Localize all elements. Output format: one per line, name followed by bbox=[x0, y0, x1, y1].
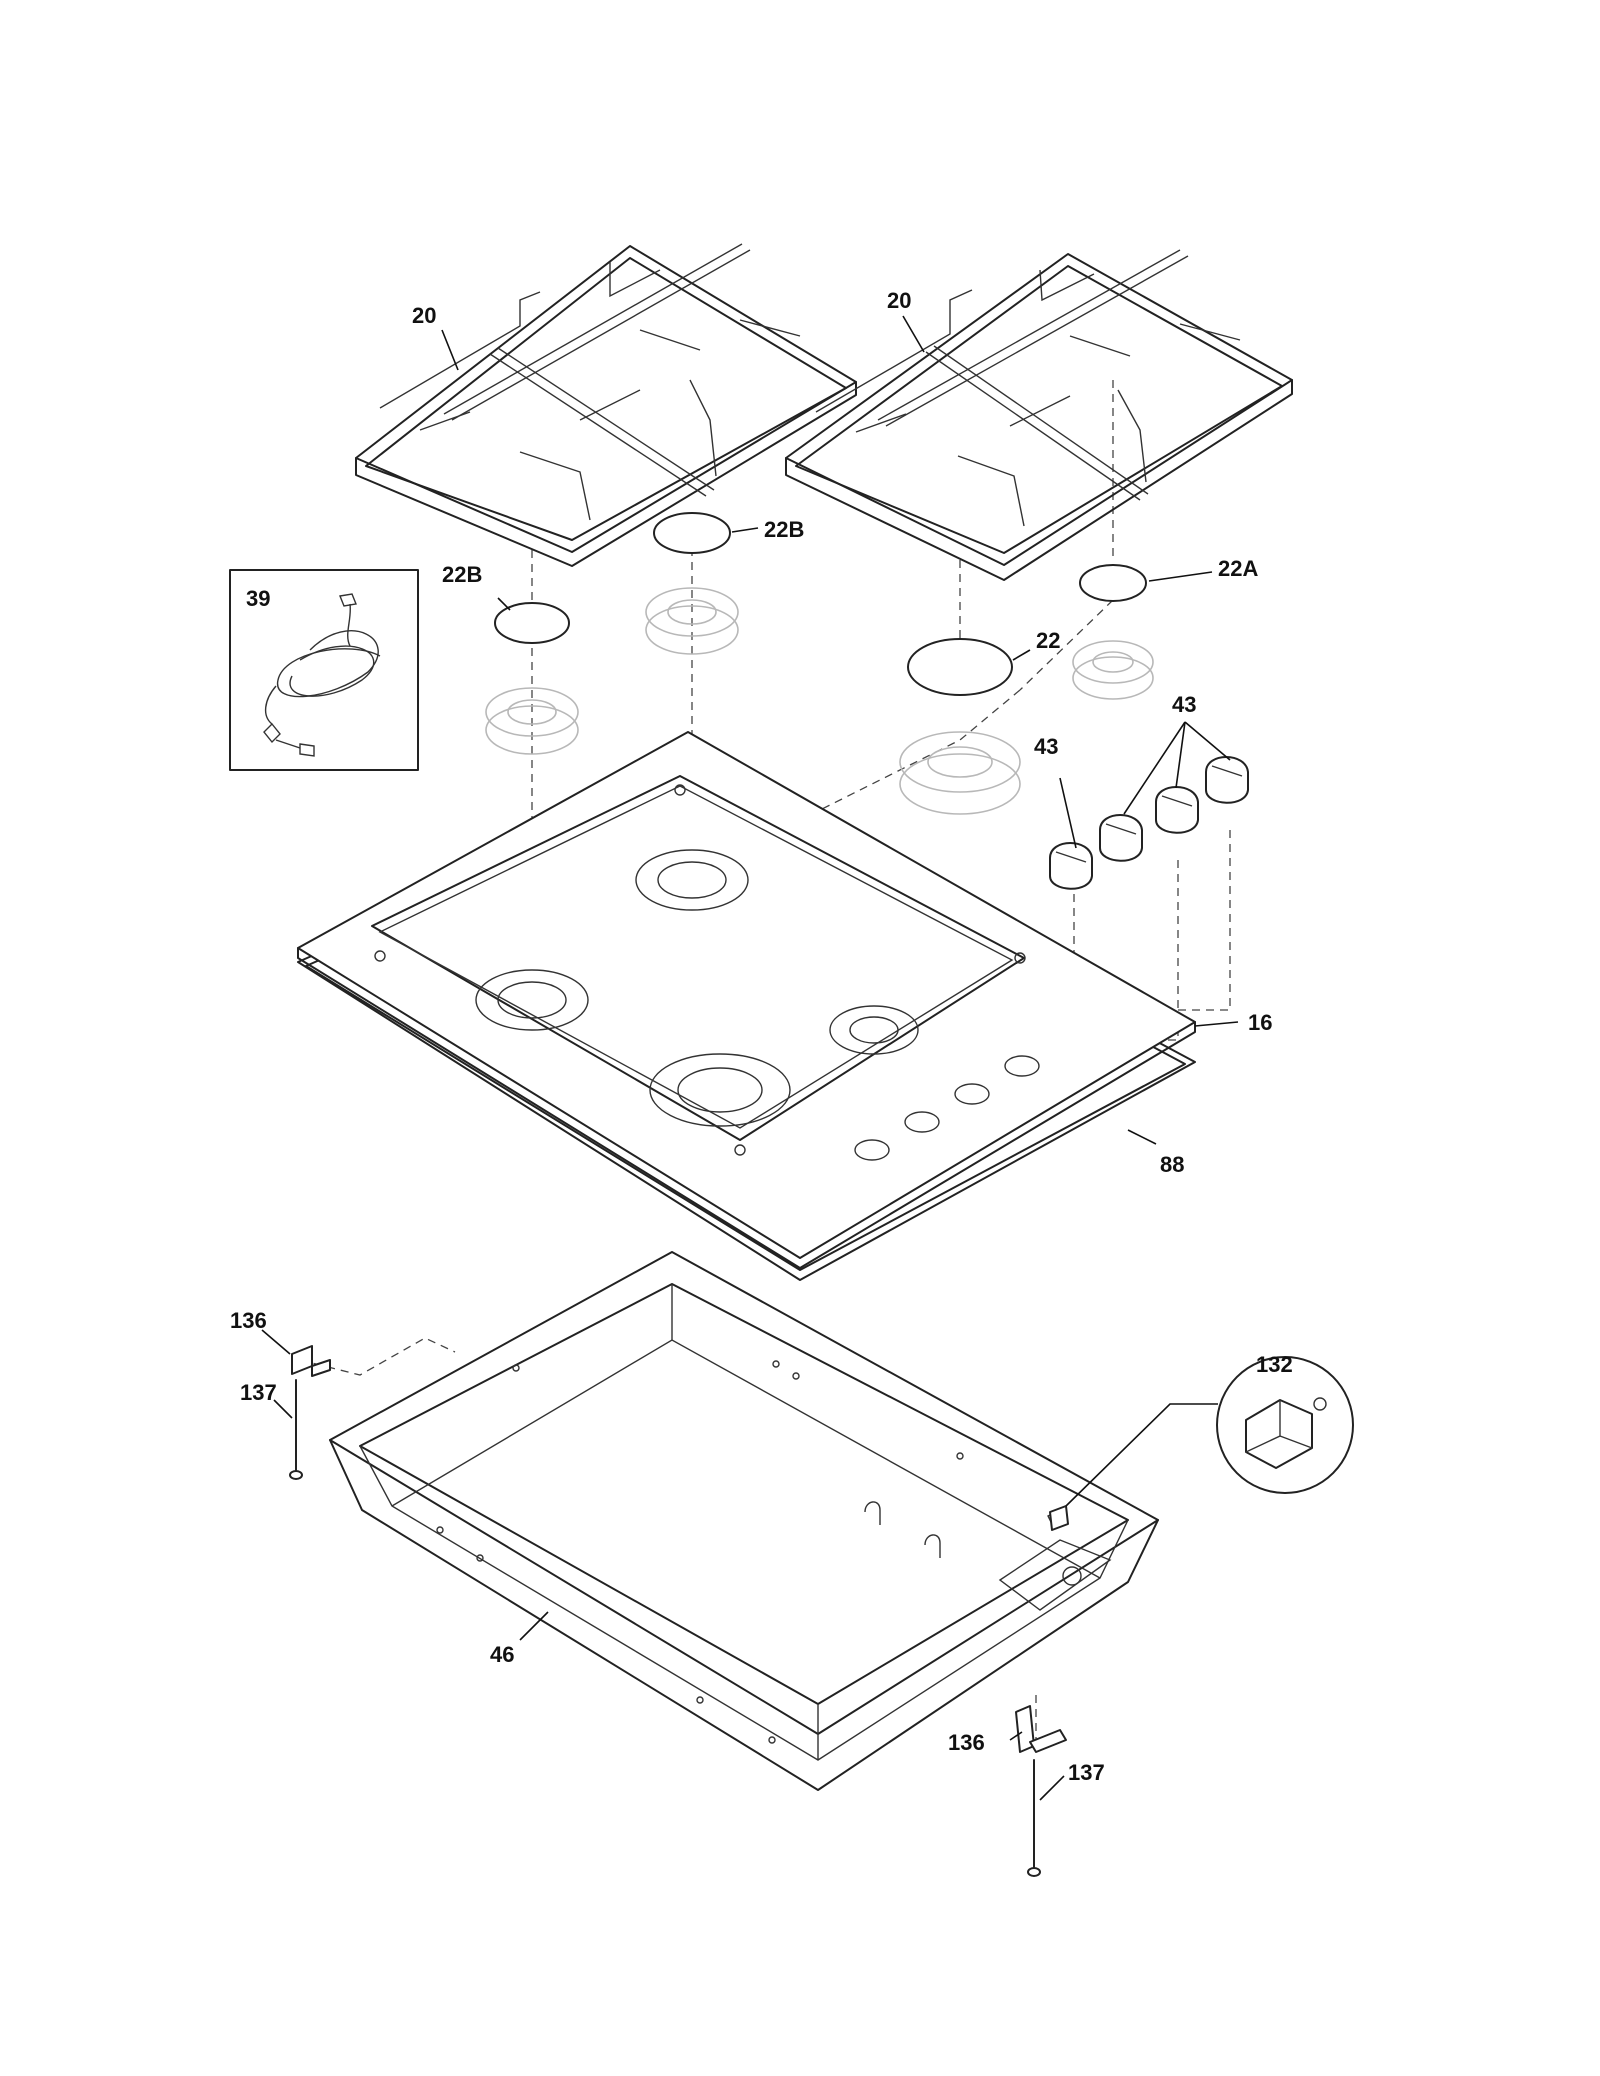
screw-left-137 bbox=[289, 1379, 303, 1480]
label-grate-right: 20 bbox=[887, 288, 911, 313]
knob-3 bbox=[1155, 786, 1199, 834]
callout-labels: 20 20 22B 22B 22A 22 39 43 43 16 88 136 … bbox=[230, 288, 1293, 1785]
left-burner-grate bbox=[355, 243, 857, 567]
label-bracket-right: 136 bbox=[948, 1730, 985, 1755]
label-gasket: 88 bbox=[1160, 1152, 1184, 1177]
bracket-left-136 bbox=[291, 1345, 331, 1377]
label-knob-group: 43 bbox=[1172, 692, 1196, 717]
label-grate-left: 20 bbox=[412, 303, 436, 328]
control-knobs bbox=[1049, 756, 1249, 890]
label-power-cord: 39 bbox=[246, 586, 270, 611]
burner-head-right-small bbox=[1072, 640, 1154, 700]
burner-caps bbox=[494, 512, 1147, 696]
label-screw-left: 137 bbox=[240, 1380, 277, 1405]
knob-2 bbox=[1099, 814, 1143, 862]
label-screw-right: 137 bbox=[1068, 1760, 1105, 1785]
power-cord-inset bbox=[229, 569, 419, 771]
burner-head-large bbox=[899, 731, 1021, 815]
label-cap-22b-left: 22B bbox=[442, 562, 482, 587]
label-knob-single: 43 bbox=[1034, 734, 1058, 759]
screw-right-137 bbox=[1027, 1759, 1041, 1877]
right-burner-grate bbox=[785, 249, 1293, 581]
label-burner-box: 46 bbox=[490, 1642, 514, 1667]
burner-cap-22 bbox=[907, 638, 1013, 696]
burner-head-left bbox=[485, 687, 579, 755]
label-cooktop: 16 bbox=[1248, 1010, 1272, 1035]
burner-box bbox=[329, 1251, 1159, 1791]
label-bracket-left: 136 bbox=[230, 1308, 267, 1333]
cooktop-panel bbox=[297, 731, 1196, 1269]
bracket-right-136 bbox=[1015, 1705, 1067, 1753]
label-spark-module: 132 bbox=[1256, 1352, 1293, 1377]
leader-lines bbox=[261, 315, 1239, 1801]
spark-module-inset bbox=[1049, 1356, 1354, 1531]
burner-cap-22b-top bbox=[653, 512, 731, 554]
burner-heads bbox=[485, 587, 1154, 815]
knob-4 bbox=[1205, 756, 1249, 804]
label-cap-22a: 22A bbox=[1218, 556, 1258, 581]
burner-head-top bbox=[645, 587, 739, 655]
label-cap-22: 22 bbox=[1036, 628, 1060, 653]
label-cap-22b-top: 22B bbox=[764, 517, 804, 542]
burner-cap-22b-left bbox=[494, 602, 570, 644]
burner-cap-22a bbox=[1079, 564, 1147, 602]
knob-1 bbox=[1049, 842, 1093, 890]
